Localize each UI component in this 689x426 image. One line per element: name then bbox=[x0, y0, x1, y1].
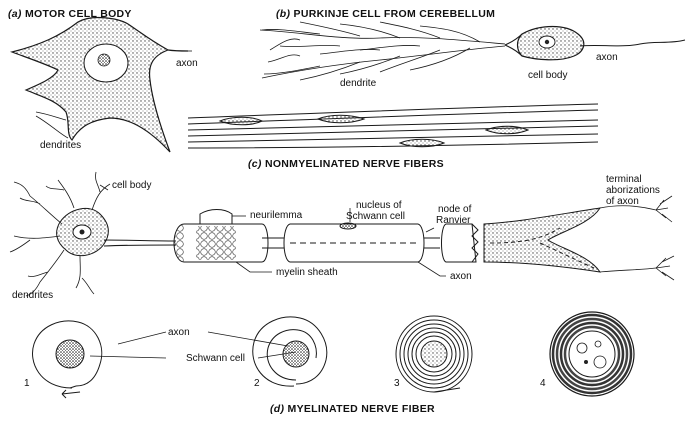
panel-d-caption: (d) MYELINATED NERVE FIBER bbox=[270, 403, 435, 415]
neuron-cell-body bbox=[9, 171, 177, 297]
panel-c-letter: (c) bbox=[248, 158, 262, 170]
node-ranvier-label-1: node of bbox=[438, 204, 472, 215]
panel-a-title: MOTOR CELL BODY bbox=[24, 8, 132, 20]
motor-cell-body bbox=[9, 16, 189, 153]
panel-d-title: MYELINATED NERVE FIBER bbox=[287, 403, 435, 415]
panel-c-title: NONMYELINATED NERVE FIBERS bbox=[264, 158, 444, 170]
panel-b-letter: (b) bbox=[276, 8, 291, 20]
nucleus-schwann-label-1: nucleus of bbox=[356, 200, 402, 211]
step-number-1: 1 bbox=[24, 378, 30, 389]
purkinje-dendrite-label: dendrite bbox=[340, 78, 377, 89]
purkinje-axon-label: axon bbox=[596, 52, 618, 63]
myelination-step-3 bbox=[395, 315, 473, 393]
myelin-sheath-label: myelin sheath bbox=[276, 267, 338, 278]
terminal-aborizations-label-1: terminal bbox=[606, 174, 642, 185]
motor-dendrites-label: dendrites bbox=[40, 140, 82, 151]
step-number-2: 2 bbox=[254, 378, 260, 389]
nonmyelinated-fibers bbox=[187, 103, 599, 149]
panel-a-letter: (a) bbox=[8, 8, 22, 20]
terminal-aborizations-label-2: aborizations bbox=[606, 185, 660, 196]
panel-b-caption: (b) PURKINJE CELL FROM CEREBELLUM bbox=[276, 8, 495, 20]
myelination-step-1 bbox=[32, 320, 103, 399]
step-number-3: 3 bbox=[394, 378, 400, 389]
motor-axon-label: axon bbox=[176, 58, 198, 69]
neurilemma-label: neurilemma bbox=[250, 210, 303, 221]
purkinje-cell bbox=[259, 21, 686, 81]
neuron-dendrites-label: dendrites bbox=[12, 290, 54, 301]
spiral-axon-label: axon bbox=[168, 327, 190, 338]
node-ranvier-label-2: Ranvier bbox=[436, 215, 471, 226]
panel-c-caption: (c) NONMYELINATED NERVE FIBERS bbox=[248, 158, 444, 170]
nucleus-schwann-label-2: Schwann cell bbox=[346, 211, 405, 222]
step-number-4: 4 bbox=[540, 378, 546, 389]
panel-d-letter: (d) bbox=[270, 403, 285, 415]
panel-a-caption: (a) MOTOR CELL BODY bbox=[8, 8, 132, 20]
myelination-step-4 bbox=[549, 311, 635, 397]
neuron-cell-body-label: cell body bbox=[112, 180, 152, 191]
myelinated-axon bbox=[173, 195, 675, 281]
panel-b-title: PURKINJE CELL FROM CEREBELLUM bbox=[293, 8, 496, 20]
terminal-aborizations-label-3: of axon bbox=[606, 196, 639, 207]
neuron-axon-label: axon bbox=[450, 271, 472, 282]
myelination-step-2 bbox=[252, 316, 328, 387]
purkinje-cell-body-label: cell body bbox=[528, 70, 568, 81]
schwann-cell-label: Schwann cell bbox=[186, 353, 245, 364]
